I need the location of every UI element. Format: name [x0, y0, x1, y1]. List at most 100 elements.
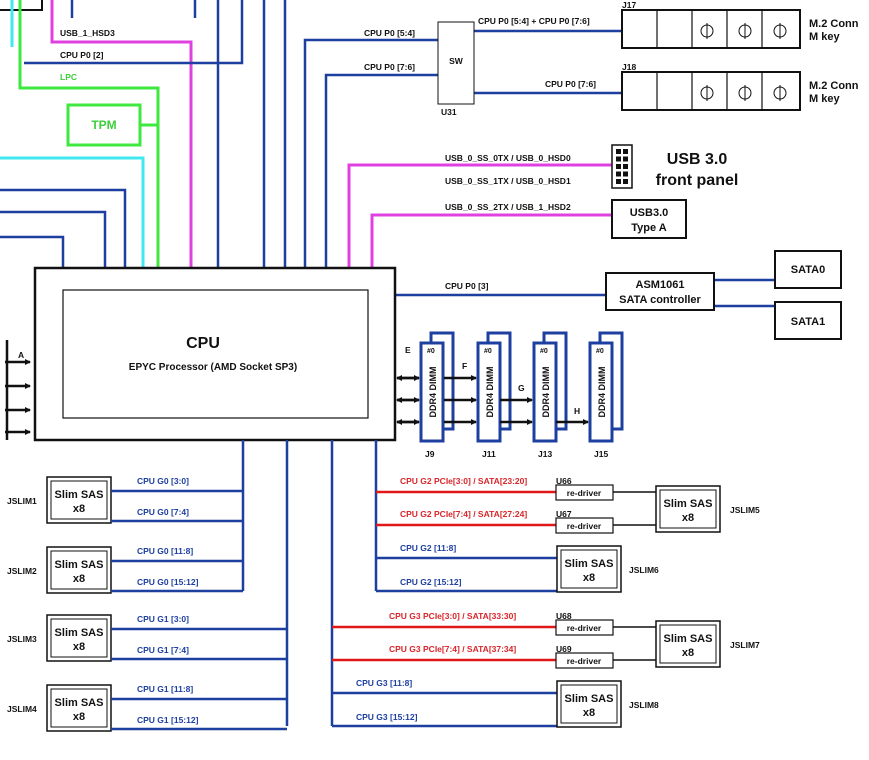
- slimsas-label: x8: [73, 641, 85, 653]
- bus-label: CPU G2 [15:12]: [400, 577, 462, 587]
- dimm-ref: J9: [425, 449, 435, 459]
- usb-pin: [616, 156, 621, 162]
- redriver-label: re-driver: [567, 488, 602, 498]
- usb-typea-title2: Type A: [631, 222, 667, 234]
- dimm-channel: F: [462, 361, 467, 371]
- sata-bus-label: CPU P0 [3]: [445, 281, 489, 291]
- dimm-index: #0: [540, 348, 548, 355]
- dimm-label: DDR4 DIMM: [541, 367, 551, 418]
- m2-label: M.2 Conn: [809, 18, 859, 30]
- m2-label: M key: [809, 93, 840, 105]
- bus-label: CPU G2 PCIe[3:0] / SATA[23:20]: [400, 476, 527, 486]
- usb-pin: [616, 164, 621, 169]
- slimsas-label: x8: [73, 503, 85, 515]
- m2-ref: J18: [622, 62, 636, 72]
- bus-label: CPU G0 [3:0]: [137, 476, 189, 486]
- switch-in-54: CPU P0 [5:4]: [364, 28, 415, 38]
- tpm-box: [66, 103, 142, 147]
- slimsas-label: Slim SAS: [55, 627, 104, 639]
- usb-pin: [623, 156, 628, 162]
- usb-pin: [623, 164, 628, 169]
- redriver-ref: U66: [556, 476, 572, 486]
- slimsas-label: Slim SAS: [565, 693, 614, 705]
- usb-typea-title1: USB3.0: [630, 207, 669, 219]
- slimsas-label: x8: [583, 572, 595, 584]
- dimm-index: #0: [427, 348, 435, 355]
- m2-label: M key: [809, 31, 840, 43]
- cyan-lines: [0, 0, 145, 268]
- lpc-lines: [18, 0, 160, 268]
- bus-label: CPU G3 PCIe[3:0] / SATA[33:30]: [389, 611, 516, 621]
- usb-pin: [616, 179, 621, 184]
- m2-label: M.2 Conn: [809, 80, 859, 92]
- sata1-box: [774, 301, 842, 340]
- slimsas-label: x8: [682, 512, 694, 524]
- slimsas-label: Slim SAS: [55, 559, 104, 571]
- top-left-box-edge: [0, 0, 43, 11]
- dimm-label: DDR4 DIMM: [428, 367, 438, 418]
- slimsas-connector: Slim SAS x8 JSLIM8: [556, 680, 659, 728]
- dimm-label: DDR4 DIMM: [485, 367, 495, 418]
- usb-typea-box: [611, 199, 687, 239]
- usb-typea-line: USB_0_SS_2TX / USB_1_HSD2: [445, 202, 571, 212]
- slimsas-ref: JSLIM8: [629, 700, 659, 710]
- red-lines: [332, 490, 556, 662]
- bus-label: CPU G2 [11:8]: [400, 543, 456, 553]
- cpu-subtitle: EPYC Processor (AMD Socket SP3): [129, 362, 297, 373]
- dimm-channel: G: [518, 383, 525, 393]
- bus-label: CPU G1 [15:12]: [137, 715, 199, 725]
- slimsas-ref: JSLIM7: [730, 640, 760, 650]
- dimm-index: #0: [596, 348, 604, 355]
- usb-front-title2: front panel: [656, 172, 739, 189]
- dimm-ref: J15: [594, 449, 608, 459]
- channel-a-arrows: [5, 340, 31, 440]
- redriver-ref: U68: [556, 611, 572, 621]
- redriver-label: re-driver: [567, 521, 602, 531]
- sata-controller-line2: SATA controller: [619, 294, 701, 306]
- usb-magenta-lines: [50, 0, 612, 268]
- slimsas-label: Slim SAS: [664, 498, 713, 510]
- slimsas-label: Slim SAS: [565, 558, 614, 570]
- slimsas-ref: JSLIM2: [7, 566, 37, 576]
- dimm-arrows: [396, 375, 589, 425]
- m2-ref: J17: [622, 0, 636, 10]
- redriver-label: re-driver: [567, 656, 602, 666]
- usb-front-header: [611, 144, 633, 189]
- redriver-ref: U69: [556, 644, 572, 654]
- sata-controller-line1: ASM1061: [636, 279, 685, 291]
- cpu-p0-2-label: CPU P0 [2]: [60, 50, 104, 60]
- bus-label: CPU G1 [3:0]: [137, 614, 189, 624]
- m2-slot: [621, 9, 801, 49]
- switch-out-top: CPU P0 [5:4] + CPU P0 [7:6]: [478, 16, 590, 26]
- redriver-ref: U67: [556, 509, 572, 519]
- slimsas-label: x8: [583, 707, 595, 719]
- bus-label: CPU G0 [11:8]: [137, 546, 193, 556]
- usb-pin: [623, 149, 628, 154]
- usb-pin: [623, 179, 628, 184]
- switch-label: SW: [449, 56, 464, 66]
- switch-in-76: CPU P0 [7:6]: [364, 62, 415, 72]
- switch-box: [437, 21, 475, 105]
- bus-label: CPU G3 [15:12]: [356, 712, 418, 722]
- dimm-channel: E: [405, 345, 411, 355]
- sata0-label: SATA0: [791, 264, 825, 276]
- usb-pin: [616, 149, 621, 154]
- sata-controller-box: [605, 272, 715, 311]
